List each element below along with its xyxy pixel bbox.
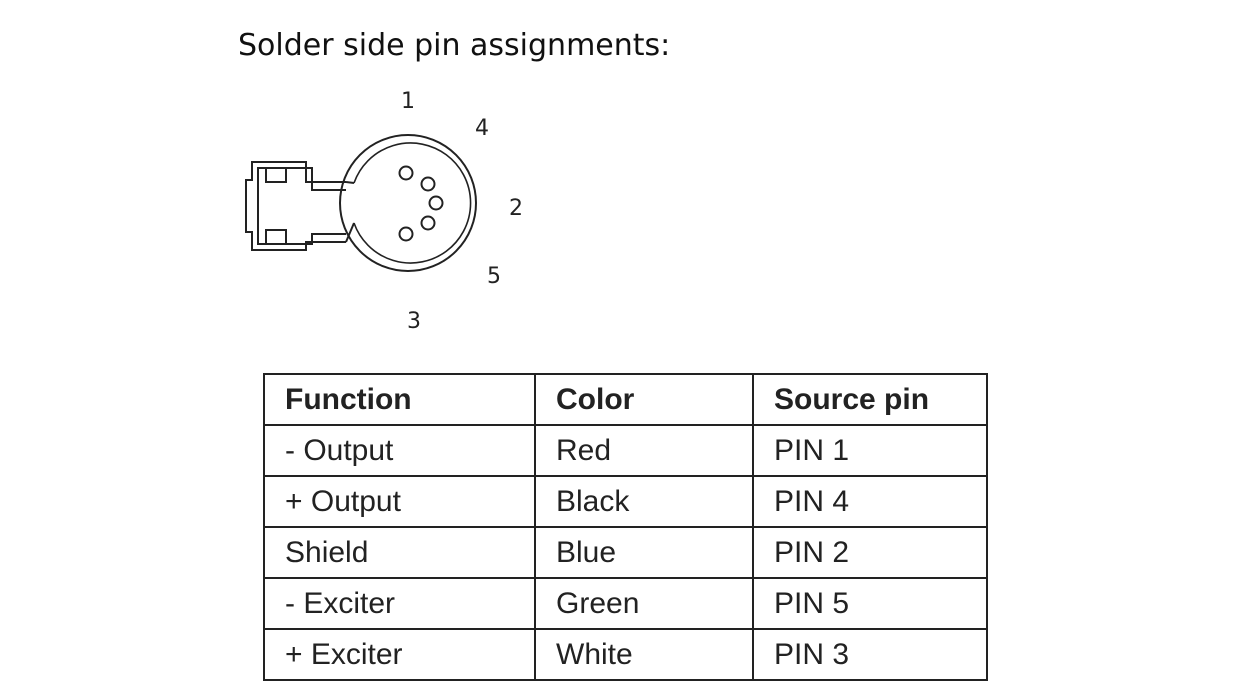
pin-label-1: 1 bbox=[401, 89, 415, 114]
cell-source-pin: PIN 4 bbox=[752, 475, 988, 528]
contact-1 bbox=[398, 165, 414, 181]
pin-assignment-table: Function Color Source pin - Output Red P… bbox=[263, 373, 988, 681]
table-row: Shield Blue PIN 2 bbox=[263, 526, 988, 579]
cell-source-pin: PIN 3 bbox=[752, 628, 988, 681]
cell-color: Blue bbox=[534, 526, 754, 579]
cell-color: Red bbox=[534, 424, 754, 477]
contact-4 bbox=[420, 176, 436, 192]
cell-source-pin: PIN 2 bbox=[752, 526, 988, 579]
cell-color: Green bbox=[534, 577, 754, 630]
contact-2 bbox=[428, 195, 444, 211]
cell-function: - Output bbox=[263, 424, 536, 477]
latch-slot-lower bbox=[265, 229, 287, 245]
cell-function: + Exciter bbox=[263, 628, 536, 681]
column-header-source-pin: Source pin bbox=[752, 373, 988, 426]
connector-latch-inner bbox=[257, 167, 346, 245]
pin-label-5: 5 bbox=[487, 264, 501, 289]
connector-body-key-top bbox=[345, 181, 355, 184]
pin-label-3: 3 bbox=[407, 309, 421, 334]
contact-3 bbox=[398, 226, 414, 242]
cell-source-pin: PIN 1 bbox=[752, 424, 988, 477]
column-header-function: Function bbox=[263, 373, 536, 426]
table-row: - Exciter Green PIN 5 bbox=[263, 577, 988, 630]
cell-color: Black bbox=[534, 475, 754, 528]
page-heading: Solder side pin assignments: bbox=[238, 28, 671, 63]
contact-5 bbox=[420, 215, 436, 231]
cell-color: White bbox=[534, 628, 754, 681]
table-row: + Exciter White PIN 3 bbox=[263, 628, 988, 681]
cell-source-pin: PIN 5 bbox=[752, 577, 988, 630]
connector-body-outer bbox=[339, 134, 477, 272]
connector-body-inner bbox=[353, 142, 472, 264]
connector-latch-outline bbox=[245, 161, 346, 251]
table-row: - Output Red PIN 1 bbox=[263, 424, 988, 477]
cell-function: Shield bbox=[263, 526, 536, 579]
table-header-row: Function Color Source pin bbox=[263, 373, 988, 426]
table-row: + Output Black PIN 4 bbox=[263, 475, 988, 528]
pin-label-2: 2 bbox=[509, 196, 523, 221]
connector-body-key-bottom bbox=[345, 222, 355, 243]
connector-diagram: 1 4 2 5 3 bbox=[245, 89, 523, 334]
cell-function: + Output bbox=[263, 475, 536, 528]
cell-function: - Exciter bbox=[263, 577, 536, 630]
column-header-color: Color bbox=[534, 373, 754, 426]
latch-slot-upper bbox=[265, 167, 287, 183]
pin-label-4: 4 bbox=[475, 116, 489, 141]
